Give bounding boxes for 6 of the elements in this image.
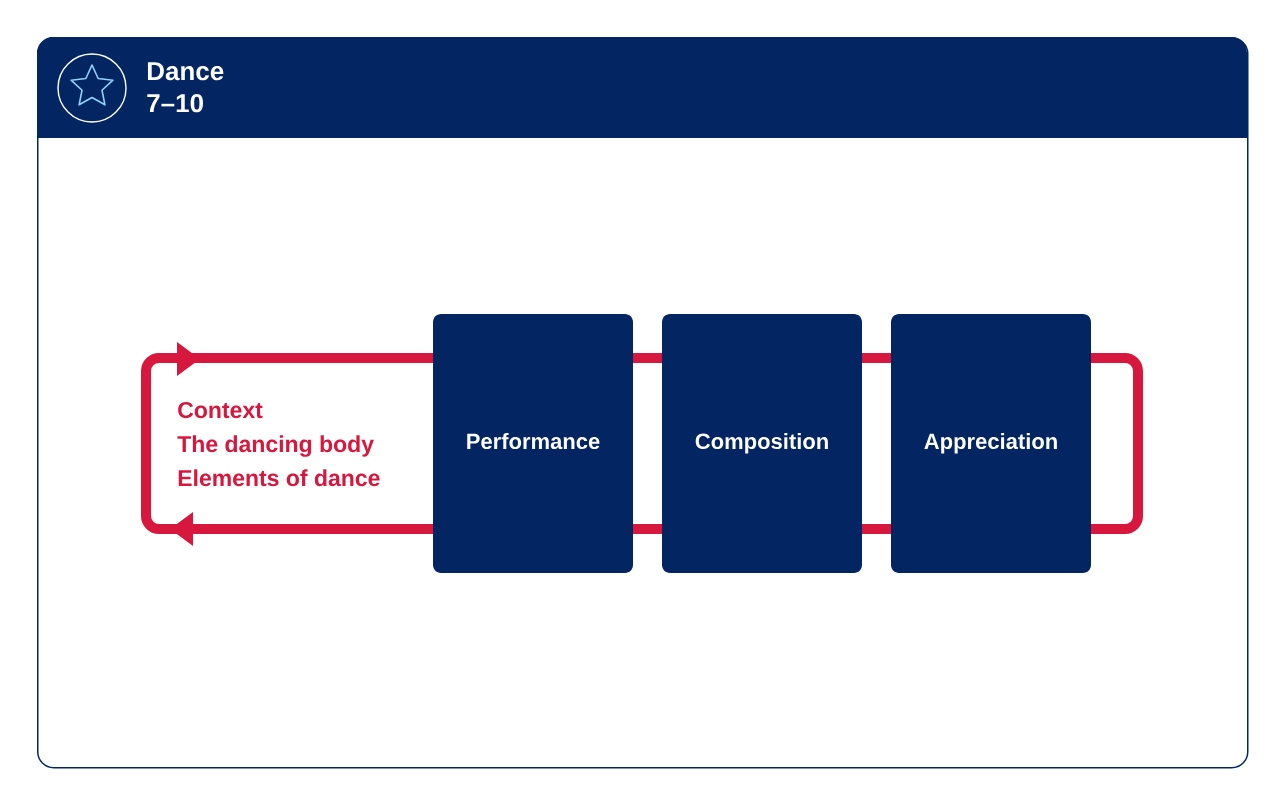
process-box: Performance	[433, 314, 633, 573]
process-box: Composition	[662, 314, 862, 573]
topic-label: Context	[178, 401, 263, 419]
topic-label: The dancing body	[177, 435, 374, 457]
topic-label: Elements of dance	[178, 469, 380, 487]
process-box: Appreciation	[891, 314, 1091, 573]
